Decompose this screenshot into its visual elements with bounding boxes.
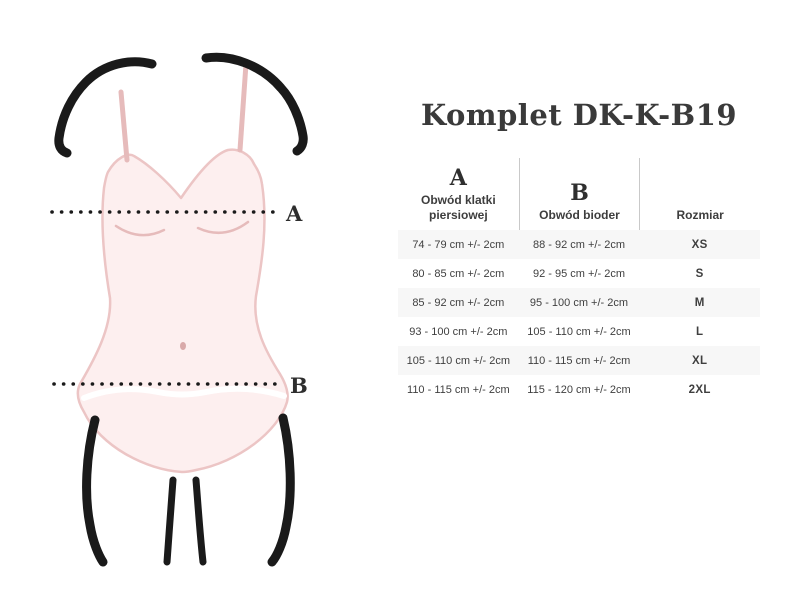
size-cell: M bbox=[694, 296, 705, 309]
navel-dot bbox=[180, 342, 186, 350]
table-row: 74 - 79 cm +/- 2cm 88 - 92 cm +/- 2cm XS bbox=[398, 230, 760, 259]
hip-measure-label: B bbox=[290, 373, 308, 398]
chest-measure-label: A bbox=[285, 201, 303, 226]
chest-range-cell: 105 - 110 cm +/- 2cm bbox=[406, 354, 511, 367]
right-cup-seam bbox=[196, 220, 250, 235]
chest-range-cell: 74 - 79 cm +/- 2cm bbox=[412, 238, 505, 251]
hip-range-cell: 115 - 120 cm +/- 2cm bbox=[527, 383, 631, 396]
table-row: 110 - 115 cm +/- 2cm 115 - 120 cm +/- 2c… bbox=[398, 375, 760, 404]
right-leg-stroke bbox=[267, 413, 295, 567]
right-strap bbox=[237, 61, 249, 153]
table-row: 105 - 110 cm +/- 2cm 110 - 115 cm +/- 2c… bbox=[398, 346, 760, 375]
hip-range-cell: 92 - 95 cm +/- 2cm bbox=[532, 267, 625, 280]
header-letter-a: A bbox=[449, 164, 467, 191]
size-cell: S bbox=[695, 267, 704, 280]
left-arm-stroke bbox=[54, 57, 157, 158]
inner-left-leg-stroke bbox=[163, 476, 177, 566]
torso-garment-shape bbox=[76, 148, 289, 474]
size-cell: 2XL bbox=[688, 383, 711, 396]
header-label-chest: Obwód klatki piersiowej bbox=[420, 193, 496, 222]
table-row: 93 - 100 cm +/- 2cm 105 - 110 cm +/- 2cm… bbox=[398, 317, 760, 346]
chest-range-cell: 80 - 85 cm +/- 2cm bbox=[412, 267, 505, 280]
hip-range-cell: 110 - 115 cm +/- 2cm bbox=[527, 354, 631, 367]
left-strap bbox=[118, 89, 130, 163]
inner-right-leg-stroke bbox=[192, 476, 207, 566]
left-leg-stroke bbox=[82, 415, 108, 567]
chest-range-cell: 85 - 92 cm +/- 2cm bbox=[412, 296, 505, 309]
hip-range-cell: 88 - 92 cm +/- 2cm bbox=[532, 238, 625, 251]
right-arm-stroke bbox=[201, 52, 308, 156]
header-label-hips: Obwód bioder bbox=[539, 208, 620, 222]
size-table-header: A Obwód klatki piersiowej B Obwód bioder… bbox=[398, 158, 760, 230]
size-cell: XS bbox=[691, 238, 708, 251]
header-label-size: Rozmiar bbox=[676, 208, 724, 222]
garment-illustration-svg: A B bbox=[50, 52, 308, 567]
size-cell: XL bbox=[692, 354, 708, 367]
hip-range-cell: 105 - 110 cm +/- 2cm bbox=[527, 325, 631, 338]
table-row: 80 - 85 cm +/- 2cm 92 - 95 cm +/- 2cm S bbox=[398, 259, 760, 288]
chest-range-cell: 93 - 100 cm +/- 2cm bbox=[409, 325, 508, 338]
garment-illustration: A B bbox=[0, 0, 360, 600]
table-row: 85 - 92 cm +/- 2cm 95 - 100 cm +/- 2cm M bbox=[398, 288, 760, 317]
product-info-panel: Komplet DK-K-B19 A Obwód klatki piersiow… bbox=[398, 98, 760, 404]
left-cup-seam bbox=[114, 224, 166, 237]
header-letter-b: B bbox=[570, 179, 589, 206]
hip-range-cell: 95 - 100 cm +/- 2cm bbox=[529, 296, 629, 309]
size-cell: L bbox=[695, 325, 704, 338]
page-title: Komplet DK-K-B19 bbox=[420, 98, 738, 132]
camisole-hem bbox=[81, 385, 287, 401]
size-table: A Obwód klatki piersiowej B Obwód bioder… bbox=[398, 158, 760, 404]
header-cell-chest: A Obwód klatki piersiowej bbox=[398, 158, 519, 230]
header-cell-size: Rozmiar bbox=[639, 158, 760, 230]
header-cell-hips: B Obwód bioder bbox=[518, 158, 640, 230]
chest-range-cell: 110 - 115 cm +/- 2cm bbox=[407, 383, 510, 396]
